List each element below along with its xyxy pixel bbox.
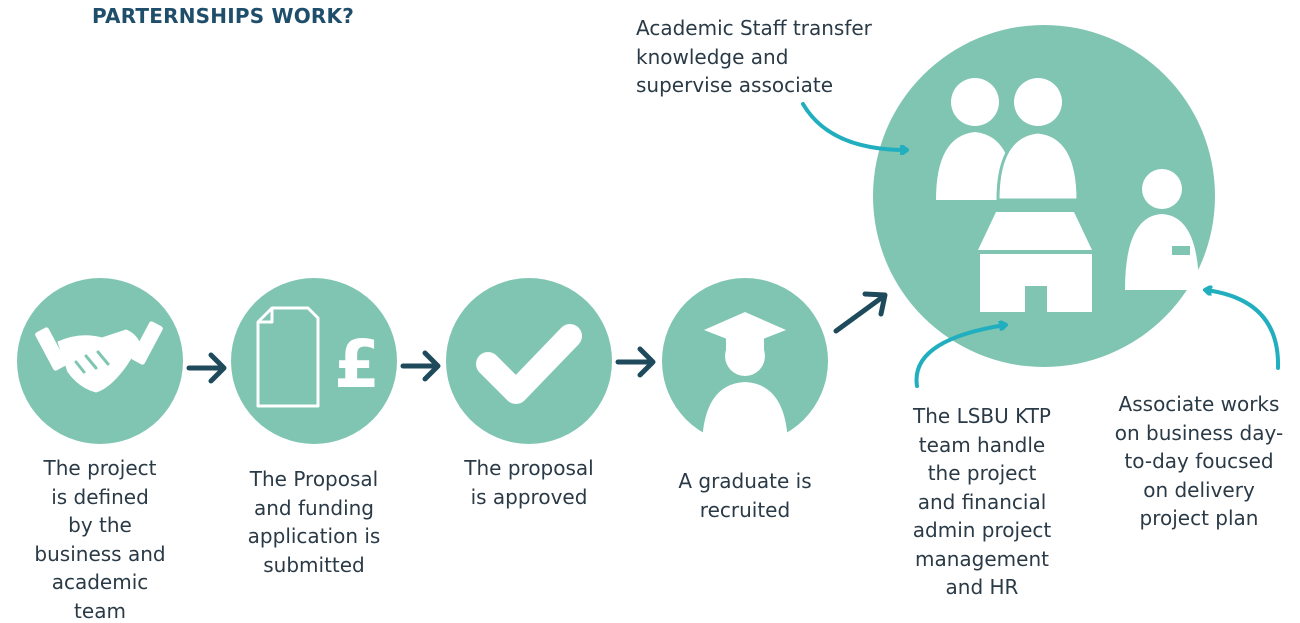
pointer-ktp-team: [914, 325, 1005, 388]
step-label-3: The proposal is approved: [464, 456, 594, 509]
step-arrows: [186, 291, 888, 384]
big-circle: [873, 25, 1215, 367]
page-heading: PARTERNSHIPS WORK?: [92, 4, 355, 28]
step-label-4: A graduate is recruited: [678, 469, 812, 522]
step-label-2: The Proposal and funding application is …: [247, 467, 381, 577]
annotation-ktp-team: The LSBU KTP team handle the project and…: [912, 404, 1052, 599]
business-building-icon: [978, 212, 1092, 312]
annotation-associate: Associate works on business day- to-day …: [1114, 392, 1284, 530]
step-circle-1: [17, 278, 183, 444]
annotation-pointers: [801, 102, 1281, 388]
document-pound-icon: £: [256, 306, 380, 408]
pointer-academic-staff: [801, 102, 906, 150]
handshake-icon: [35, 321, 163, 393]
arrow-1: [186, 352, 227, 384]
arrow-2: [400, 350, 441, 382]
step-circle-3: [446, 278, 612, 444]
arrow-3: [615, 346, 656, 378]
checkmark-icon: [476, 324, 582, 404]
arrow-4: [833, 291, 888, 334]
svg-text:£: £: [334, 326, 380, 403]
associate-icon: [1125, 169, 1199, 290]
annotation-academic-staff: Academic Staff transfer knowledge and su…: [636, 16, 872, 97]
pointer-associate: [1206, 290, 1281, 370]
step-circle-2: £: [231, 278, 397, 444]
step-label-1: The project is defined by the business a…: [34, 456, 166, 623]
graduate-icon: [702, 312, 788, 444]
academic-staff-icon: [936, 78, 1080, 202]
step-circle-4: [662, 278, 828, 444]
